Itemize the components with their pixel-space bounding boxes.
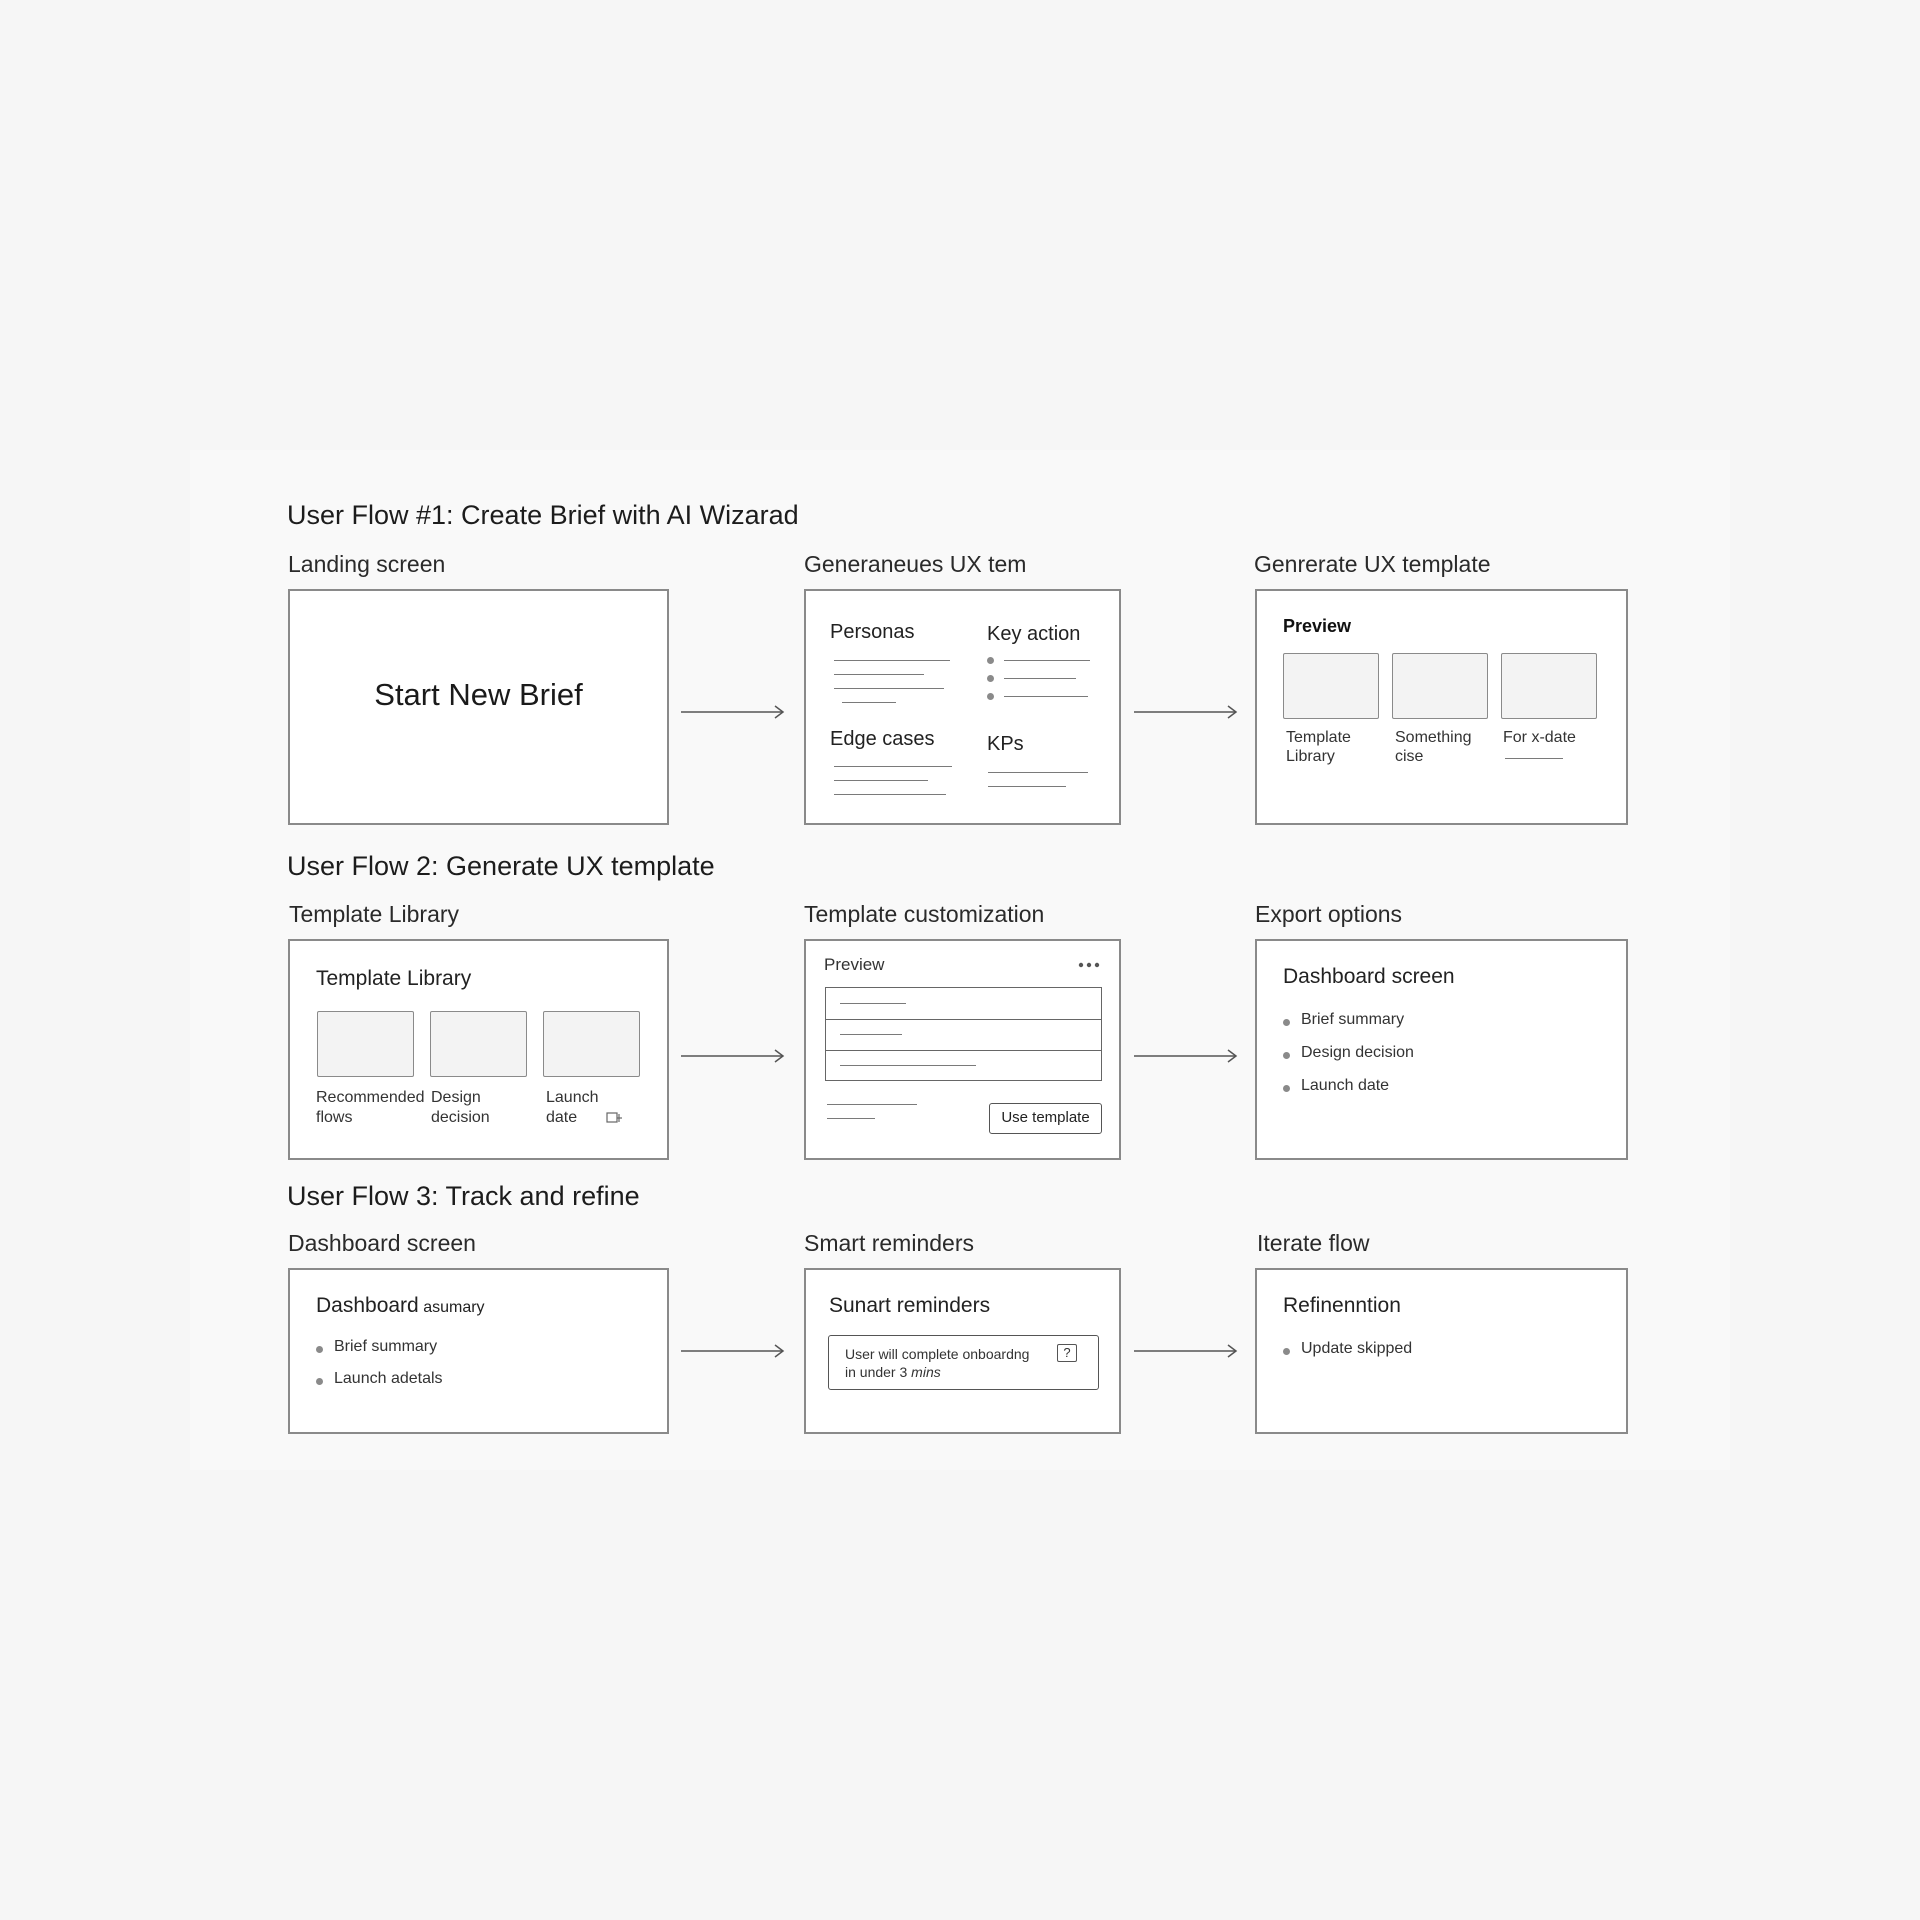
flow-1-arrow-2: [1134, 705, 1238, 719]
card-label: decision: [431, 1109, 490, 1126]
launch-date-thumbnail[interactable]: [543, 1011, 640, 1077]
dashboard-summary-screen-frame: Dashboard asumary Brief summary Launch a…: [288, 1268, 669, 1434]
key-action-bullet: [987, 693, 994, 700]
preview-list: [825, 987, 1102, 1081]
card-label: Something: [1395, 729, 1472, 746]
flow-3-screen-3-caption: Iterate flow: [1257, 1230, 1370, 1256]
kpis-label: KPs: [987, 733, 1024, 755]
card-label: Recommended: [316, 1089, 425, 1106]
card-label: Launch: [546, 1089, 599, 1106]
flow-2-arrow-1: [681, 1049, 785, 1063]
flow-2-screen-3-caption: Export options: [1255, 901, 1403, 927]
reminder-text-line-1: User will complete onboardng: [845, 1346, 1030, 1362]
card-label: Design: [431, 1089, 481, 1106]
preview-heading: Preview: [1283, 616, 1352, 636]
use-template-button[interactable]: Use template: [989, 1103, 1102, 1134]
smart-reminders-heading: Sunart reminders: [829, 1294, 991, 1317]
design-decision-thumbnail[interactable]: [430, 1011, 527, 1077]
preview-list-row[interactable]: [826, 1050, 1101, 1080]
card-label: flows: [316, 1109, 353, 1126]
recommended-flows-thumbnail[interactable]: [317, 1011, 414, 1077]
preview-list-row[interactable]: [826, 988, 1101, 1020]
card-label: Template: [1286, 729, 1351, 746]
flow-1-title: User Flow #1: Create Brief with AI Wizar…: [287, 500, 799, 530]
flow-3-screen-2-caption: Smart reminders: [804, 1230, 974, 1256]
start-new-brief-button[interactable]: Start New Brief: [374, 677, 583, 712]
export-options-screen-frame: Dashboard screen Brief summary Design de…: [1255, 939, 1628, 1160]
dashboard-screen-heading: Dashboard screen: [1283, 965, 1455, 988]
edge-cases-label: Edge cases: [830, 728, 935, 750]
flow-2-arrow-2: [1134, 1049, 1238, 1063]
flow-2-title: User Flow 2: Generate UX template: [287, 851, 715, 881]
flow-2-screen-1-caption: Template Library: [289, 901, 460, 927]
key-action-bullet: [987, 657, 994, 664]
template-customization-screen-frame: Preview Use template: [804, 939, 1121, 1160]
card-label: Library: [1286, 748, 1335, 765]
flow-3-arrow-2: [1134, 1344, 1238, 1358]
flow-2-screen-2-caption: Template customization: [804, 901, 1045, 927]
help-icon[interactable]: ?: [1057, 1344, 1077, 1362]
flow-1-screen-1-caption: Landing screen: [288, 551, 446, 577]
refinement-screen-frame: Refinenntion Update skipped: [1255, 1268, 1628, 1434]
card-label: cise: [1395, 748, 1424, 765]
landing-screen-frame: Start New Brief: [288, 589, 669, 825]
reminder-text-line-2: in under 3 mins: [845, 1364, 941, 1380]
reminder-card[interactable]: User will complete onboardng in under 3 …: [828, 1335, 1099, 1390]
something-thumbnail[interactable]: [1392, 653, 1488, 719]
preview-list-row[interactable]: [826, 1019, 1101, 1051]
flow-1-arrow-1: [681, 705, 785, 719]
template-library-heading: Template Library: [316, 967, 472, 990]
card-label: date: [546, 1109, 578, 1126]
key-action-label: Key action: [987, 623, 1081, 645]
flow-3-title: User Flow 3: Track and refine: [287, 1181, 640, 1211]
flow-1-screen-3-caption: Genrerate UX template: [1254, 551, 1491, 577]
template-library-screen-frame: Template Library Recommended flows Desig…: [288, 939, 669, 1160]
smart-reminders-screen-frame: Sunart reminders User will complete onbo…: [804, 1268, 1121, 1434]
more-options-icon[interactable]: [1078, 961, 1102, 969]
flow-3-arrow-1: [681, 1344, 785, 1358]
template-library-thumbnail[interactable]: [1283, 653, 1379, 719]
for-x-date-thumbnail[interactable]: [1501, 653, 1597, 719]
calendar-icon: [606, 1112, 622, 1123]
refinement-heading: Refinenntion: [1283, 1294, 1401, 1317]
flow-3-screen-1-caption: Dashboard screen: [288, 1230, 476, 1256]
card-label: For x-date: [1503, 729, 1576, 746]
key-action-bullet: [987, 675, 994, 682]
customization-preview-label: Preview: [824, 955, 885, 974]
dashboard-summary-heading: Dashboard asumary: [316, 1294, 485, 1317]
personas-label: Personas: [830, 621, 915, 643]
generate-ux-screen-frame: Personas Key action Edge cases KPs: [804, 589, 1121, 825]
preview-screen-frame: Preview Template Library Something cise …: [1255, 589, 1628, 825]
flow-1-screen-2-caption: Generaneues UX tem: [804, 551, 1027, 577]
